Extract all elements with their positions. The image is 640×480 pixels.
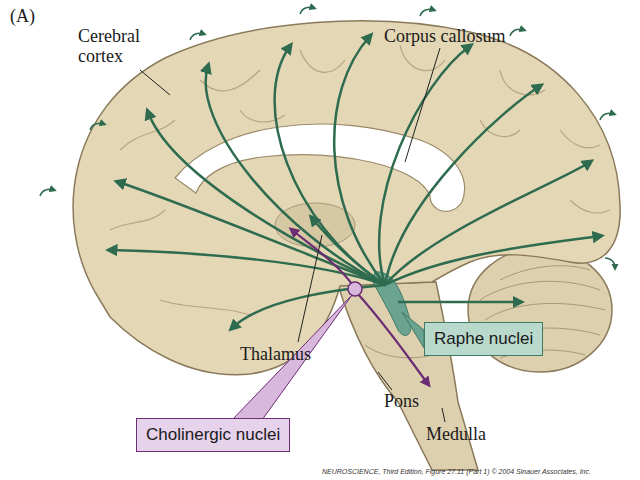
part-label: Pons [384, 391, 419, 411]
cholinergic-callout [232, 295, 352, 420]
nucleus-name: Raphe nuclei [434, 329, 533, 348]
nucleus-name: Cholinergic nuclei [146, 425, 280, 444]
raphe-callout [402, 312, 424, 348]
panel-letter: (A) [10, 6, 35, 26]
part-label: Thalamus [240, 344, 311, 364]
part-label: Medulla [426, 424, 486, 444]
cortical-arrow-marks [40, 7, 615, 268]
credit-line: NEUROSCIENCE, Third Edition, Figure 27.1… [322, 467, 591, 476]
part-label: Cerebral cortex [78, 26, 168, 66]
nucleus-label-box: Raphe nuclei [424, 322, 543, 356]
part-label: Corpus callosum [384, 26, 506, 46]
cholinergic-nucleus [348, 282, 362, 296]
gyri [110, 45, 610, 315]
corpus-callosum [175, 124, 465, 211]
leader-lines [140, 48, 445, 422]
serotonergic-projections [110, 36, 600, 328]
nucleus-label-box: Cholinergic nuclei [136, 418, 290, 452]
cerebrum [73, 21, 620, 375]
cholinergic-projections [292, 230, 428, 384]
